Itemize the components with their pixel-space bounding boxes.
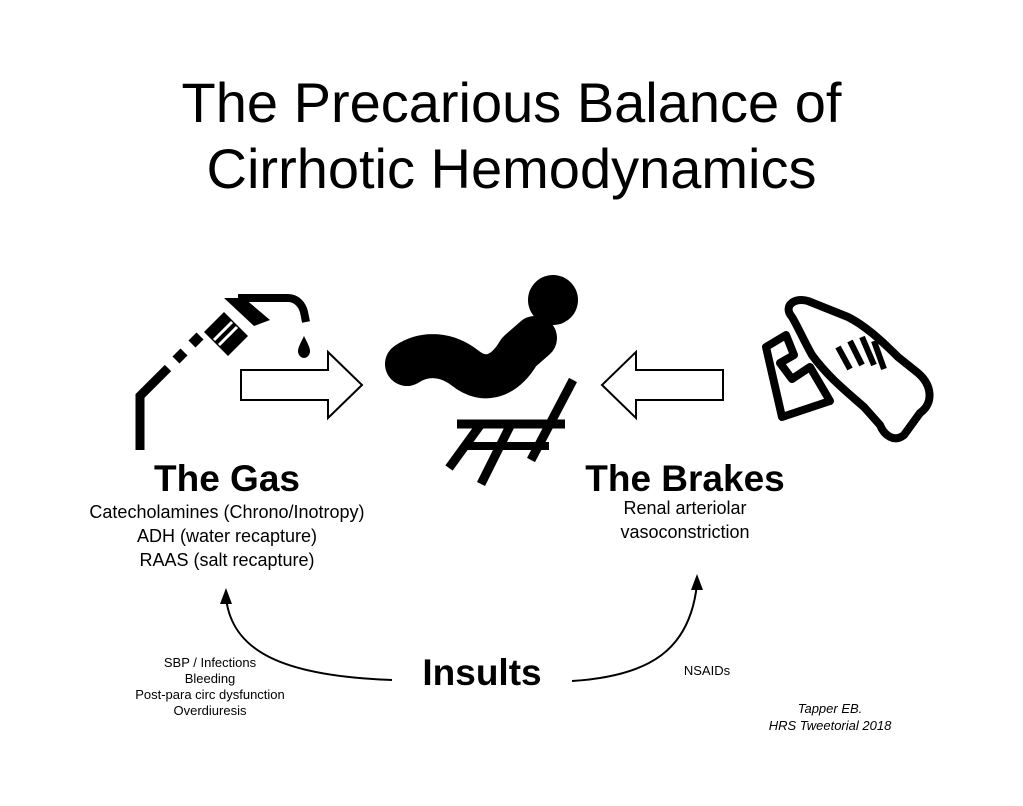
citation-line-2: HRS Tweetorial 2018 [768,718,892,733]
foot-pressing-pedal-icon [762,296,934,443]
brakes-line: vasoconstriction [620,522,750,542]
insults-label: Insults [422,652,542,693]
gas-arrow [240,349,364,421]
gas-heading: The Gas [154,458,300,499]
gas-item: Catecholamines (Chrono/Inotropy) [89,502,365,522]
insults-right-list: NSAIDs [657,663,757,679]
title-line-1: The Precarious Balance of [181,71,842,134]
insult-item: Overdiuresis [173,703,247,718]
brakes-line: Renal arteriolar [623,498,747,518]
citation-line-1: Tapper EB. [797,701,863,716]
insults-to-gas-arrow [225,597,393,681]
seated-driver-icon [385,275,578,487]
title-line-2: Cirrhotic Hemodynamics [206,137,817,200]
insult-item: Post-para circ dysfunction [135,687,285,702]
insult-item: SBP / Infections [163,655,257,670]
diagram-title: The Precarious Balance of Cirrhotic Hemo… [0,70,1023,202]
insults-to-brakes-arrow [571,583,698,682]
insults-to-gas-arrowhead [220,588,232,604]
fuel-nozzle-icon [135,294,310,450]
brakes-arrow [600,349,724,421]
gas-item: RAAS (salt recapture) [139,550,315,570]
insult-item: NSAIDs [683,663,731,678]
brakes-text: Renal arteriolar vasoconstriction [535,496,835,544]
gas-item: ADH (water recapture) [136,526,318,546]
gas-list: Catecholamines (Chrono/Inotropy) ADH (wa… [57,500,397,572]
insults-left-list: SBP / Infections Bleeding Post-para circ… [100,655,320,719]
insult-item: Bleeding [184,671,236,686]
insults-to-brakes-arrowhead [691,574,703,590]
brakes-heading: The Brakes [585,458,785,499]
citation: Tapper EB. HRS Tweetorial 2018 [740,700,920,734]
